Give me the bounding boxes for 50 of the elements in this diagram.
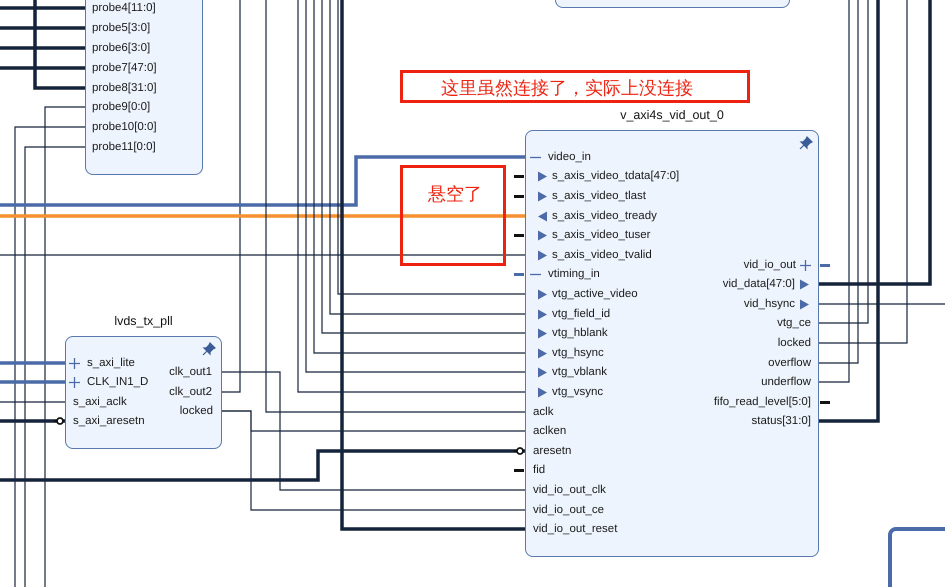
port-name: locked (778, 337, 811, 349)
port-name: fid (533, 464, 546, 476)
port-name: aresetn (533, 445, 572, 457)
port-name: clk_out2 (169, 386, 212, 398)
port-name: s_axis_video_tlast (552, 190, 646, 202)
annotation-box (400, 165, 506, 266)
port-name: vtg_field_id (552, 308, 610, 320)
port-name: s_axis_video_tready (552, 210, 657, 222)
port-name: aclken (533, 425, 566, 437)
annotation-text: 悬空了 (428, 183, 482, 206)
port-name: s_axi_aclk (73, 396, 127, 408)
port-name: probe4[11:0] (92, 2, 156, 14)
port-name: probe9[0:0] (92, 101, 150, 113)
port-name: probe8[31:0] (92, 82, 157, 94)
annotation-box (400, 70, 750, 103)
port-name: s_axi_aresetn (73, 415, 145, 427)
port-name: probe11[0:0] (92, 141, 156, 153)
port-name: probe5[3:0] (92, 22, 150, 34)
port-name: vid_data[47:0] (722, 278, 795, 290)
port-name: probe7[47:0] (92, 62, 157, 74)
port-name: probe6[3:0] (92, 42, 150, 54)
port-name: s_axis_video_tdata[47:0] (552, 170, 680, 182)
port-name: vtg_active_video (552, 288, 638, 300)
port-name: vid_io_out_reset (533, 523, 618, 535)
port-name: clk_out1 (169, 366, 212, 378)
port-name: status[31:0] (752, 415, 811, 427)
port-name: overflow (768, 357, 811, 369)
port-name: s_axis_video_tvalid (552, 249, 652, 261)
port-name: vtg_hsync (552, 347, 604, 359)
annotation-text: 这里虽然连接了，实际上没连接 (441, 77, 693, 100)
block-title: lvds_tx_pll (113, 314, 174, 328)
port-name: vtg_vsync (552, 386, 604, 398)
port-name: probe10[0:0] (92, 121, 157, 133)
block-title: v_axi4s_vid_out_0 (619, 108, 725, 122)
port-name: CLK_IN1_D (87, 376, 148, 388)
port-name: vid_io_out_clk (533, 484, 606, 496)
port-name: vtg_ce (777, 317, 811, 329)
port-name: video_in (548, 151, 591, 163)
port-name: vtg_vblank (552, 366, 607, 378)
port-name: s_axis_video_tuser (552, 229, 650, 241)
port-name: fifo_read_level[5:0] (714, 396, 811, 408)
port-name: vid_io_out (744, 259, 796, 271)
port-name: vtiming_in (548, 268, 600, 280)
port-name: underflow (761, 376, 811, 388)
port-name: vtg_hblank (552, 327, 608, 339)
port-name: aclk (533, 406, 554, 418)
port-name: vid_hsync (744, 298, 795, 310)
port-name: s_axi_lite (87, 357, 135, 369)
port-name: locked (180, 405, 213, 417)
port-name: vid_io_out_ce (533, 504, 604, 516)
